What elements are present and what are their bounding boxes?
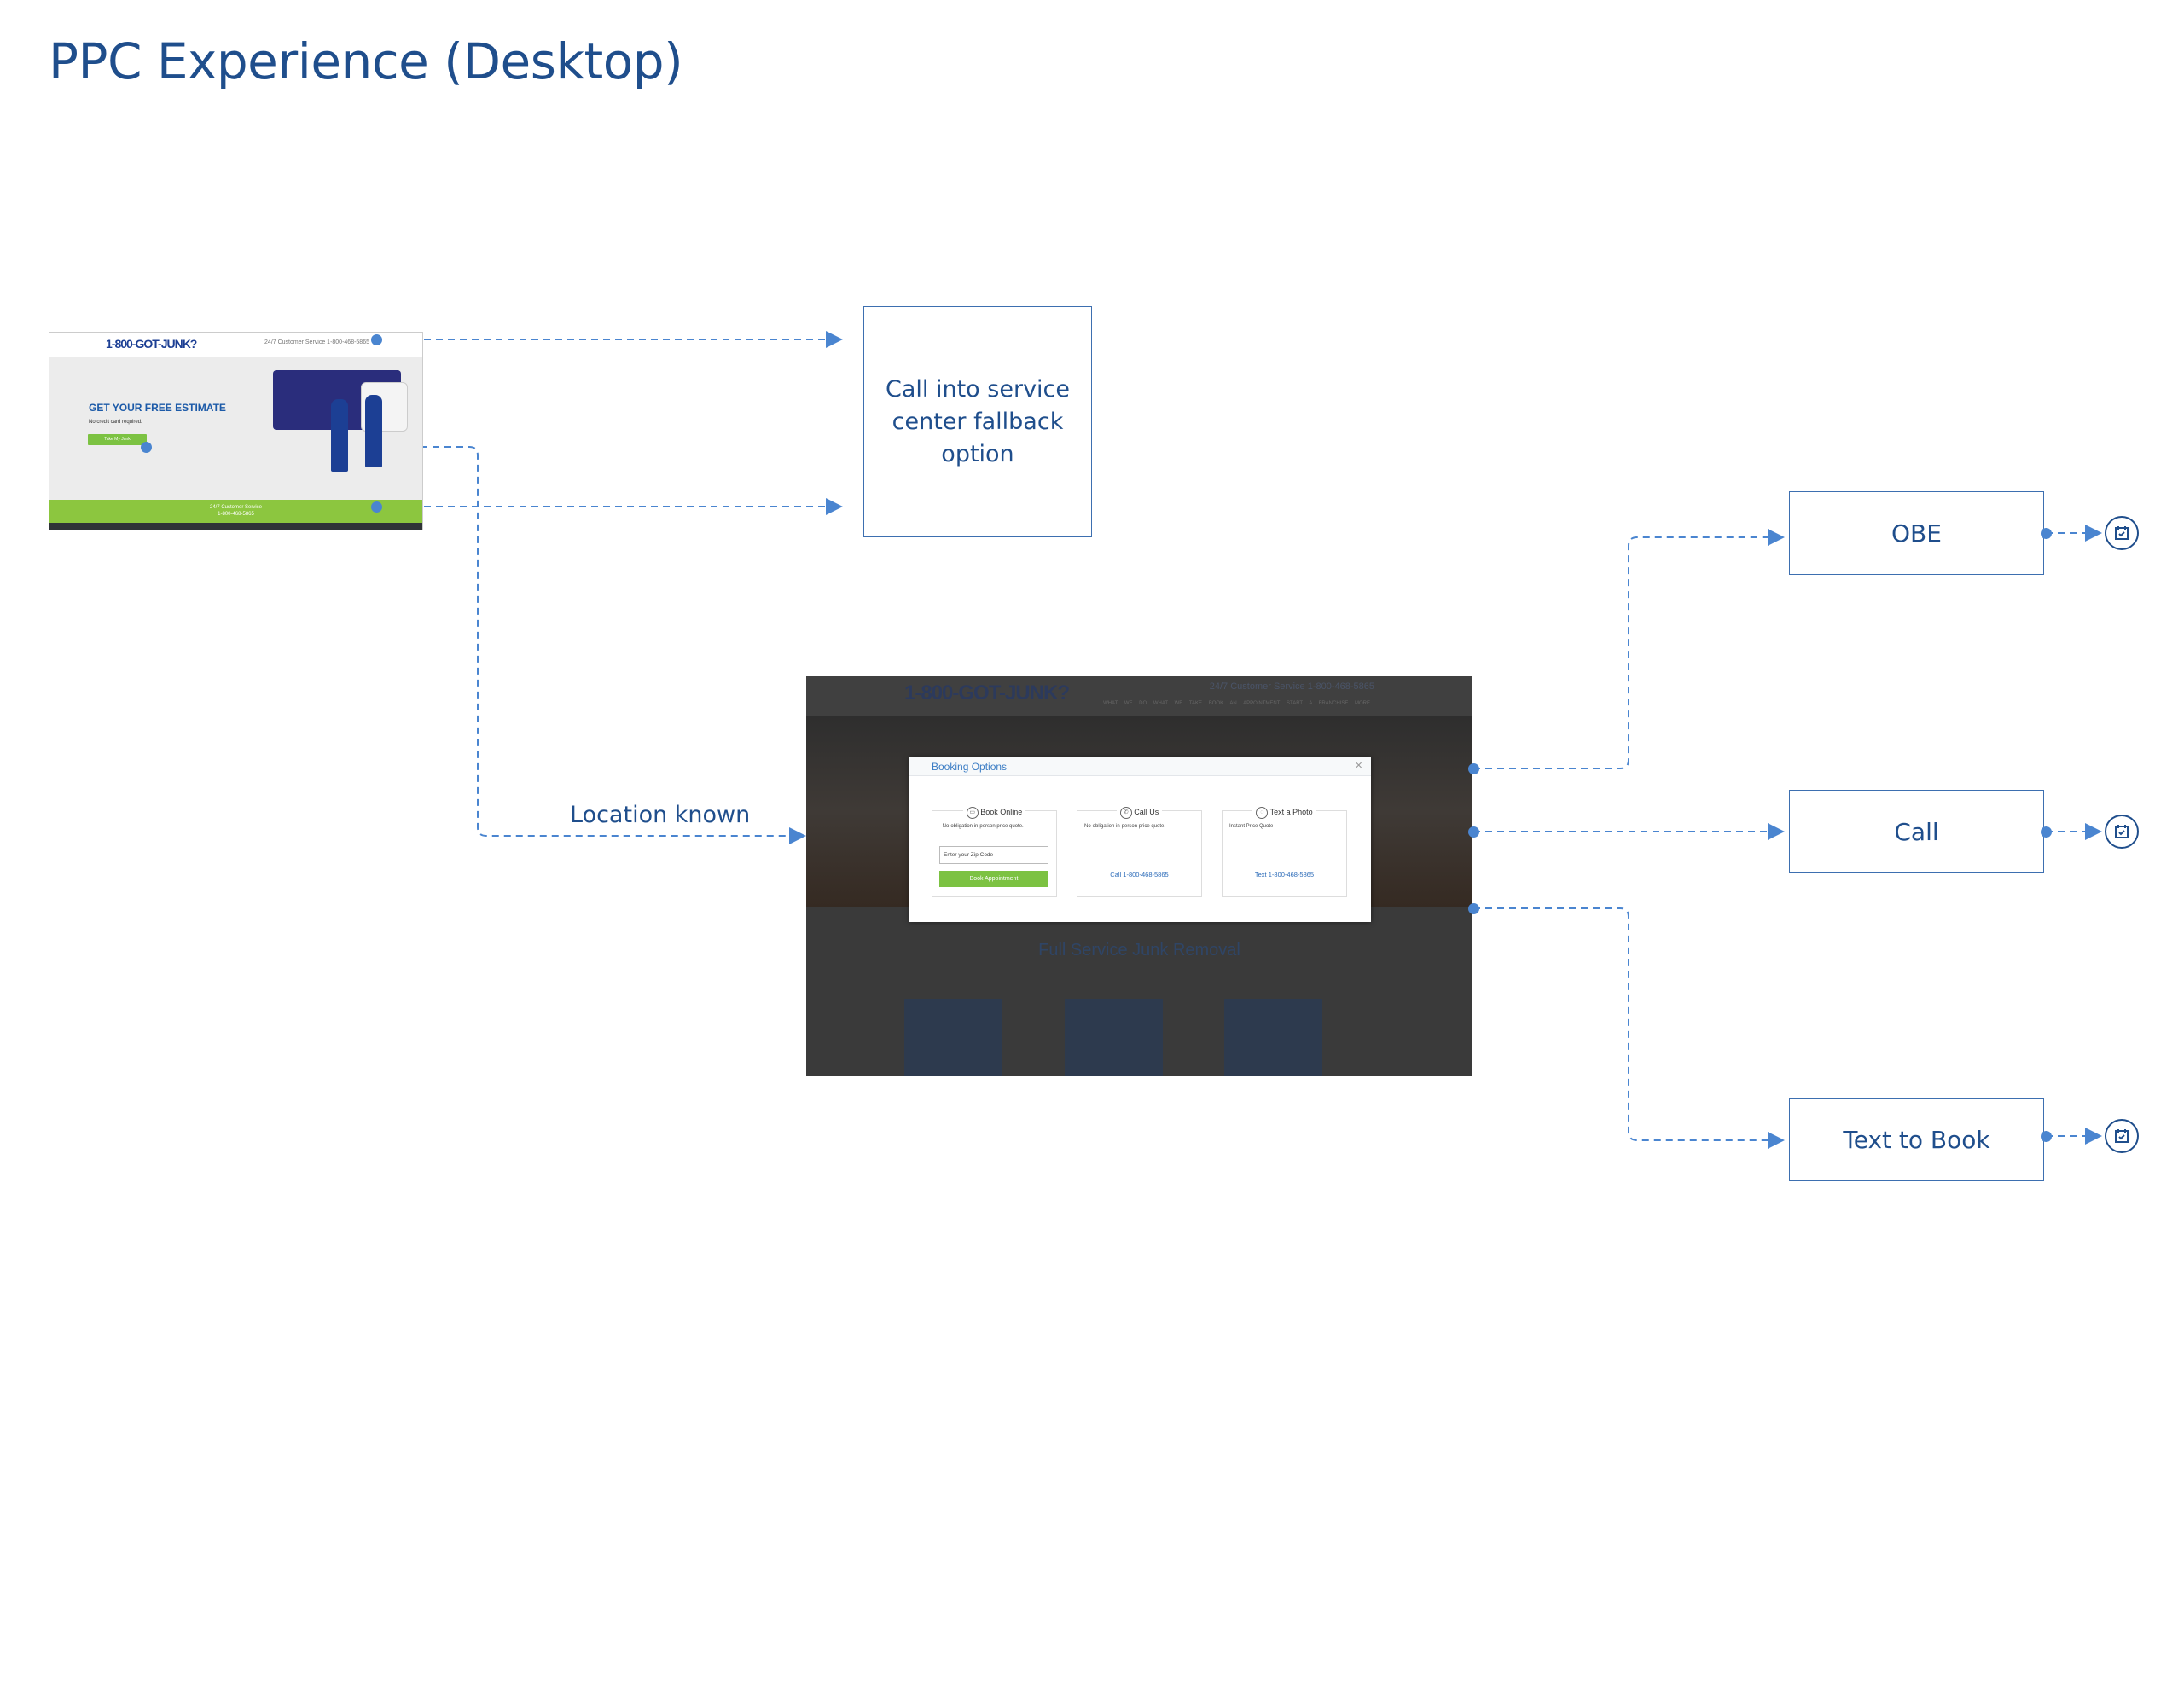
modal-title: Booking Options xyxy=(932,761,1008,773)
site-phone: 24/7 Customer Service 1-800-468-5865 xyxy=(1209,681,1374,692)
phone-icon: ✆ xyxy=(1119,806,1132,819)
landing-page-thumbnail: 1-800-GOT-JUNK? 24/7 Customer Service 1-… xyxy=(49,332,423,530)
calendar-check-icon xyxy=(2105,516,2139,550)
card-title: Text a Photo xyxy=(1269,808,1313,816)
subtext: No credit card required. xyxy=(89,420,142,425)
site-logo: 1-800-GOT-JUNK? xyxy=(904,681,1070,704)
connector-dot xyxy=(1467,902,1479,914)
connector-cta xyxy=(146,446,806,844)
book-appointment-button[interactable]: Book Appointment xyxy=(939,871,1048,887)
header-phone[interactable]: 24/7 Customer Service 1-800-468-5865 xyxy=(264,339,369,345)
section-title: Full Service Junk Removal xyxy=(1038,941,1240,959)
close-icon[interactable]: × xyxy=(1355,758,1362,773)
footer-phone-bar[interactable]: 24/7 Customer Service 1-800-468-5865 xyxy=(49,500,422,523)
book-online-card: ▭ Book Online - No-obligation in-person … xyxy=(932,806,1057,897)
service-tile xyxy=(1065,999,1163,1076)
calendar-check-icon xyxy=(2105,1119,2139,1153)
destination-call: Call xyxy=(1789,790,2044,873)
headline: GET YOUR FREE ESTIMATE xyxy=(89,402,226,414)
footer-phone: 1-800-468-5865 xyxy=(218,512,254,517)
connector-dot xyxy=(370,333,382,345)
card-desc: - No-obligation in-person price quote. xyxy=(939,824,1024,829)
worker-image xyxy=(331,399,348,472)
card-desc: No-obligation in-person price quote. xyxy=(1084,824,1166,829)
footer xyxy=(49,523,422,530)
site-nav: WHAT WE DO WHAT WE TAKE BOOK AN APPOINTM… xyxy=(1103,701,1370,706)
connector-dot xyxy=(140,441,152,453)
logo: 1-800-GOT-JUNK? xyxy=(106,337,197,351)
calendar-icon: ▭ xyxy=(966,806,979,819)
text-link[interactable]: Text 1-800-468-5865 xyxy=(1254,871,1315,878)
booking-options-modal: Booking Options × ▭ Book Online - No-obl… xyxy=(909,757,1371,922)
edge-label-location-known: Location known xyxy=(570,802,751,828)
card-desc: Instant Price Quote xyxy=(1229,824,1274,829)
take-my-junk-button[interactable]: Take My Junk xyxy=(88,434,147,445)
worker-image xyxy=(365,395,382,467)
service-tile xyxy=(1224,999,1322,1076)
camera-icon: ◌ xyxy=(1256,806,1269,819)
card-title: Book Online xyxy=(980,808,1023,816)
destination-obe: OBE xyxy=(1789,491,2044,575)
connector-dot xyxy=(1467,762,1479,774)
fallback-box: Call into service center fallback option xyxy=(863,306,1092,537)
connector-dot xyxy=(1467,826,1479,838)
zip-code-input[interactable]: Enter your Zip Code xyxy=(939,846,1048,864)
connector-dot xyxy=(2040,527,2052,539)
connector-obe xyxy=(1473,529,1785,769)
call-us-card: ✆ Call Us No-obligation in-person price … xyxy=(1077,806,1202,897)
service-tile xyxy=(904,999,1002,1076)
page-title: PPC Experience (Desktop) xyxy=(49,32,683,90)
footer-label: 24/7 Customer Service xyxy=(209,505,263,510)
connector-text xyxy=(1473,907,1785,1149)
connector-dot xyxy=(2040,826,2052,838)
connector-dot xyxy=(2040,1130,2052,1142)
destination-text-to-book: Text to Book xyxy=(1789,1098,2044,1181)
card-title: Call Us xyxy=(1134,808,1159,816)
calendar-check-icon xyxy=(2105,815,2139,849)
text-photo-card: ◌ Text a Photo Instant Price Quote Text … xyxy=(1222,806,1347,897)
connector-dot xyxy=(370,501,382,513)
call-link[interactable]: Call 1-800-468-5865 xyxy=(1110,871,1169,878)
